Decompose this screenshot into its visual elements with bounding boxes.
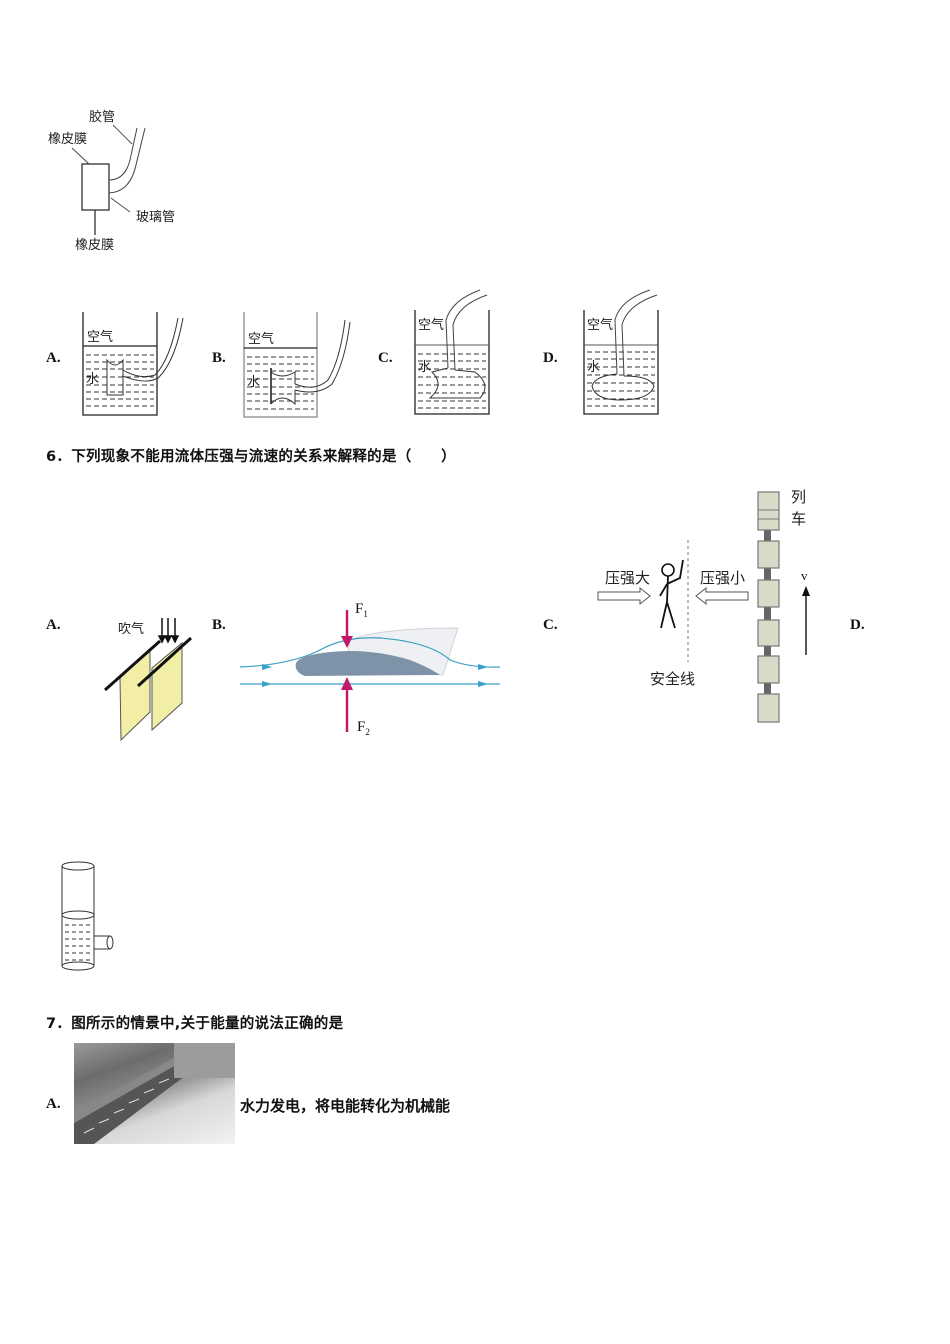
beaker-b-diagram (243, 312, 351, 418)
cylinder-diagram (61, 861, 114, 971)
beaker-d-diagram (583, 289, 659, 415)
hydropower-dam-photo (74, 1043, 235, 1144)
airfoil-diagram (239, 610, 501, 732)
label-glass-tube: 玻璃管 (136, 210, 176, 225)
q7-option-a-letter[interactable]: A. (46, 1096, 61, 1112)
q6-option-c-letter[interactable]: C. (543, 617, 558, 633)
apparatus-drawing (71, 124, 146, 235)
train-diagram (757, 491, 810, 723)
train-label-1: 列 (791, 488, 807, 506)
beaker-d-air-label: 空气 (587, 318, 614, 333)
q7-option-a-text: 水力发电，将电能转化为机械能 (240, 1097, 451, 1115)
q6-option-a-letter[interactable]: A. (46, 617, 61, 633)
option-b-letter[interactable]: B. (212, 350, 226, 366)
beaker-c-water-label: 水 (418, 360, 432, 375)
papers-diagram (104, 618, 193, 742)
option-d-letter[interactable]: D. (543, 350, 558, 366)
force-f1-label: F1 (355, 601, 368, 619)
question-6-title: 6．下列现象不能用流体压强与流速的关系来解释的是（ ） (46, 449, 456, 465)
beaker-c-diagram (414, 289, 490, 415)
option-a-letter[interactable]: A. (46, 350, 61, 366)
q6-option-b-letter[interactable]: B. (212, 617, 226, 633)
high-pressure-label: 压强大 (605, 569, 651, 587)
beaker-b-water-label: 水 (247, 375, 261, 390)
question-7-title: 7．图所示的情景中,关于能量的说法正确的是 (46, 1016, 344, 1032)
blow-label: 吹气 (118, 622, 145, 637)
beaker-d-water-label: 水 (587, 360, 601, 375)
label-membrane-top: 橡皮膜 (48, 132, 88, 147)
train-label-2: 车 (791, 510, 807, 528)
beaker-c-air-label: 空气 (418, 318, 445, 333)
velocity-label: v (801, 568, 808, 583)
safety-line-label: 安全线 (650, 670, 696, 688)
beaker-b-air-label: 空气 (248, 332, 275, 347)
force-f2-label: F2 (357, 719, 370, 737)
label-membrane-bottom: 橡皮膜 (75, 238, 115, 253)
platform-diagram (597, 540, 749, 662)
q6-option-d-letter[interactable]: D. (850, 617, 865, 633)
beaker-a-diagram (82, 312, 184, 416)
option-c-letter[interactable]: C. (378, 350, 393, 366)
beaker-a-air-label: 空气 (87, 330, 114, 345)
beaker-a-water-label: 水 (86, 372, 100, 387)
low-pressure-label: 压强小 (700, 569, 746, 587)
label-rubber-tube: 胶管 (89, 110, 116, 125)
